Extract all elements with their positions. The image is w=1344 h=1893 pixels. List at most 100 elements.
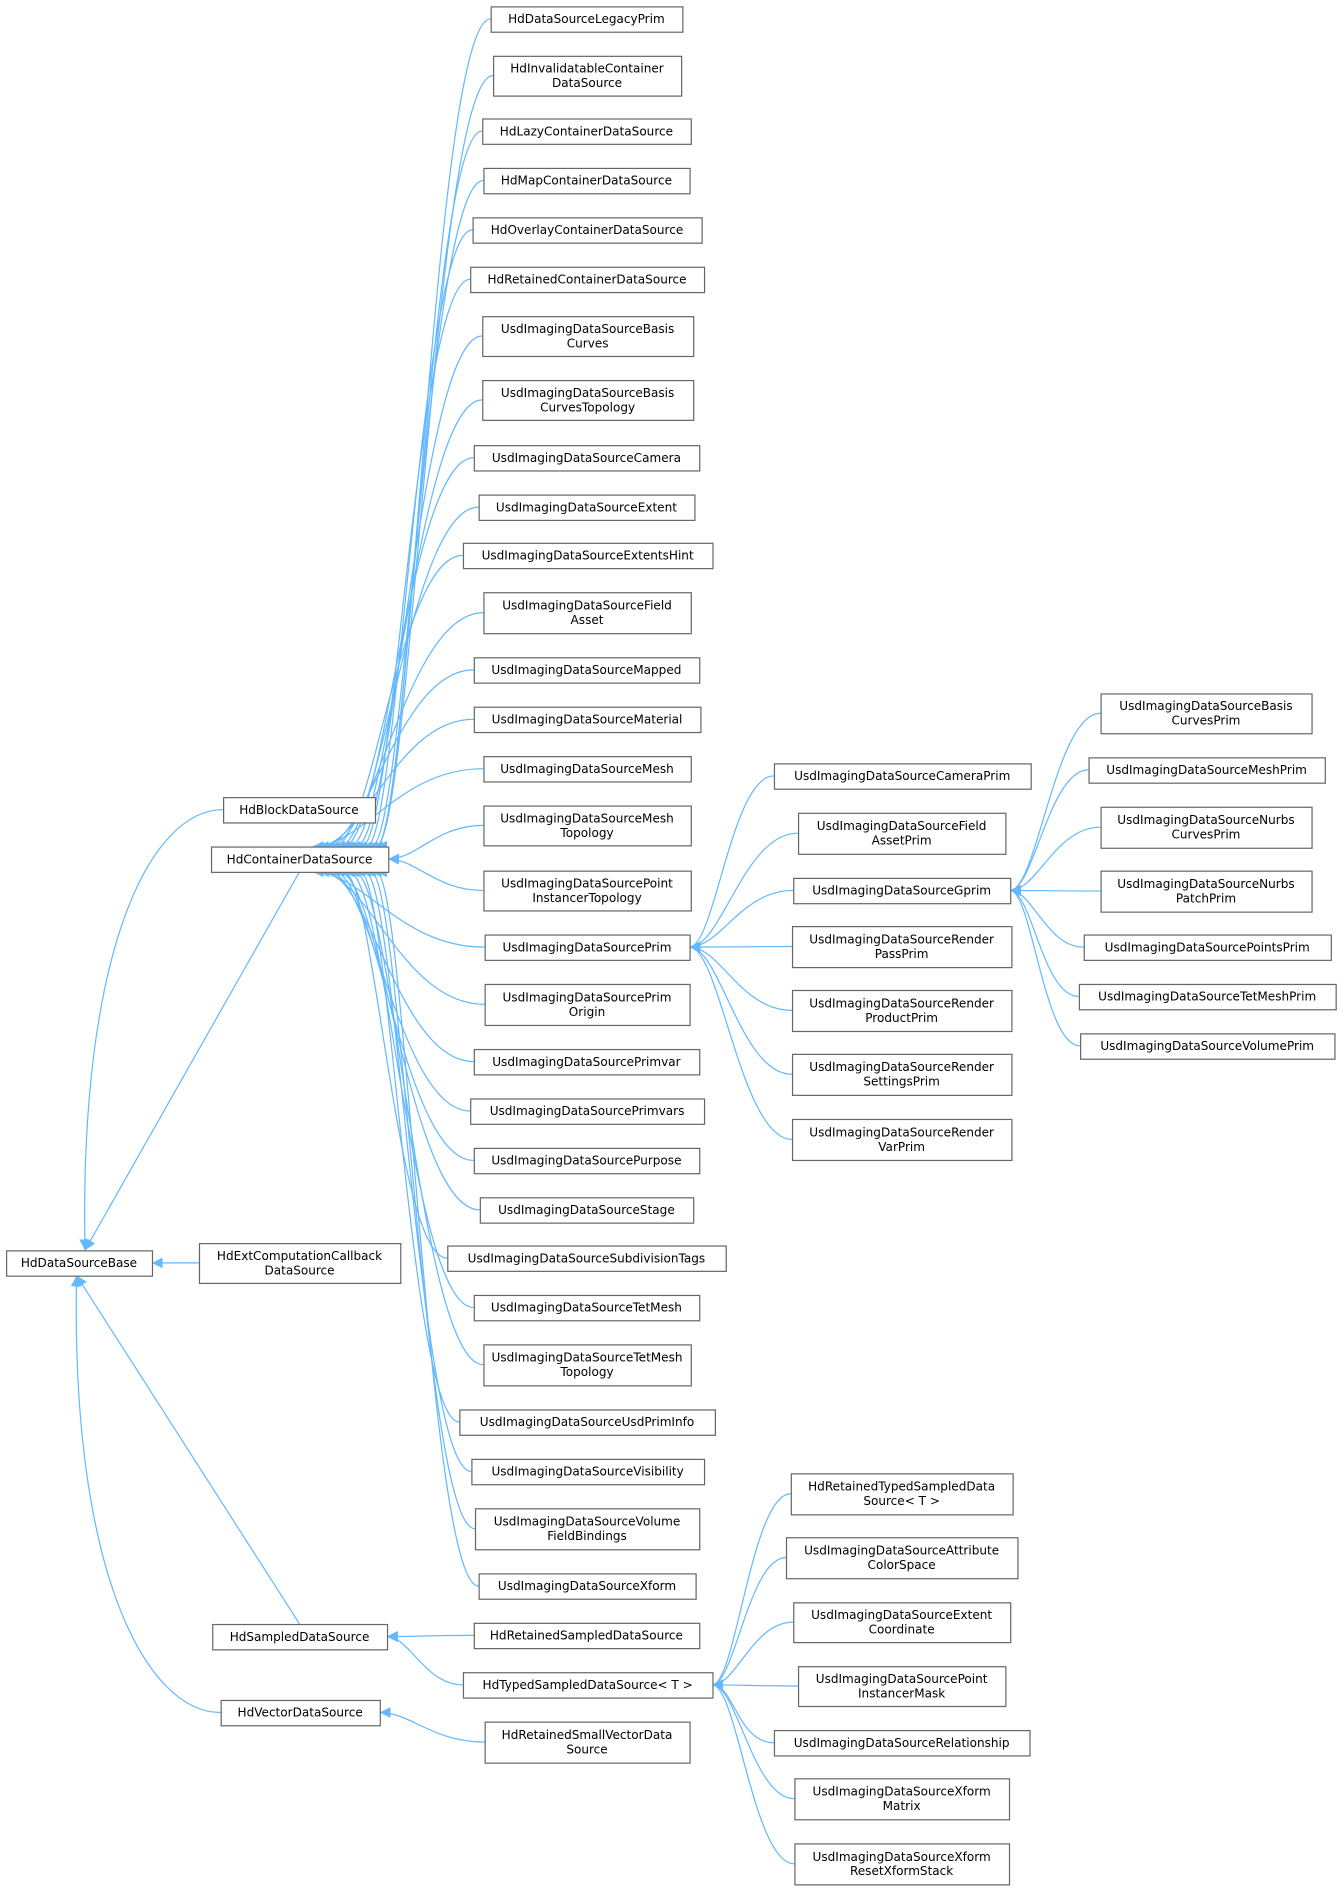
class-node-box [462,542,714,570]
class-node-label: HdMapContainerDataSource [501,174,672,188]
class-node-label: UsdImagingDataSourceXform [813,1785,991,1799]
class-node-label: DataSource [264,1263,334,1277]
class-node-gprim[interactable]: UsdImagingDataSourceGprim [793,877,1012,905]
class-node-volumeprim[interactable]: UsdImagingDataSourceVolumePrim [1080,1033,1336,1060]
class-node-cameraprim[interactable]: UsdImagingDataSourceCameraPrim [773,763,1032,790]
class-node-stage[interactable]: UsdImagingDataSourceStage [479,1197,695,1224]
class-node-lazy[interactable]: HdLazyContainerDataSource [482,118,692,145]
inheritance-edge-visibility-to-container [364,866,472,1473]
inheritance-edge-retainedtyped-to-typed [712,1493,791,1691]
class-node-label: Coordinate [869,1623,935,1637]
class-node-label: UsdImagingDataSourcePrim [503,940,672,954]
class-node-box [484,983,691,1027]
class-node-box [797,812,1007,855]
class-node-purpose[interactable]: UsdImagingDataSourcePurpose [473,1147,701,1175]
inheritance-edge-camera-to-container [343,457,474,852]
class-node-label: UsdImagingDataSourceRender [809,1125,994,1139]
class-node-base[interactable]: HdDataSourceBase [6,1250,154,1277]
class-node-label: UsdImagingDataSourcePrim [503,990,672,1004]
class-node-label: UsdImagingDataSourceExtentsHint [482,549,694,563]
class-node-map[interactable]: HdMapContainerDataSource [483,167,691,195]
class-node-relationship[interactable]: UsdImagingDataSourceRelationship [773,1729,1031,1757]
class-node-block[interactable]: HdBlockDataSource [222,797,377,824]
class-node-box [470,1098,706,1125]
class-node-label: UsdImagingDataSourcePrimvar [492,1055,680,1069]
class-node-typed[interactable]: HdTypedSampledDataSource< T > [462,1672,714,1699]
class-node-overlay[interactable]: HdOverlayContainerDataSource [472,217,703,244]
class-node-pitopo[interactable]: UsdImagingDataSourcePointInstancerTopolo… [483,870,692,912]
class-node-prim[interactable]: UsdImagingDataSourcePrim [484,934,691,961]
class-node-label: UsdImagingDataSourceVolume [494,1515,681,1529]
class-node-extentshint[interactable]: UsdImagingDataSourceExtentsHint [462,542,714,570]
class-node-usdpriminfo[interactable]: UsdImagingDataSourceUsdPrimInfo [459,1409,716,1436]
class-node-label: UsdImagingDataSourceMesh [500,762,674,776]
class-node-box [1100,806,1313,849]
class-node-camera[interactable]: UsdImagingDataSourceCamera [473,445,701,472]
class-node-primvar[interactable]: UsdImagingDataSourcePrimvar [473,1048,701,1076]
class-node-box [447,1245,727,1272]
class-node-label: UsdImagingDataSourceTetMeshPrim [1098,990,1316,1004]
class-node-label: DataSource [552,76,622,90]
class-node-box [482,379,695,421]
class-node-mesh[interactable]: UsdImagingDataSourceMesh [483,756,692,783]
class-node-tetmesh[interactable]: UsdImagingDataSourceTetMesh [473,1294,701,1322]
class-node-box [773,1729,1031,1757]
inheritance-edge-primorigin-to-container [318,866,485,1005]
class-node-subdiv[interactable]: UsdImagingDataSourceSubdivisionTags [447,1245,727,1272]
class-node-retainedc[interactable]: HdRetainedContainerDataSource [470,266,706,294]
inheritance-edge-volfield-to-container [370,866,476,1530]
class-node-pointsprim[interactable]: UsdImagingDataSourcePointsPrim [1083,934,1332,961]
class-node-box [482,316,695,358]
class-node-mapped[interactable]: UsdImagingDataSourceMapped [473,657,701,684]
inheritance-edge-retainedsampled-to-sampled [386,1631,474,1643]
inheritance-edge-extentcoord-to-typed [712,1621,794,1691]
class-node-sampled[interactable]: HdSampledDataSource [212,1623,389,1651]
inheritance-edge-container-to-base [84,871,301,1251]
class-node-visibility[interactable]: UsdImagingDataSourceVisibility [471,1458,706,1486]
class-node-meshprim[interactable]: UsdImagingDataSourceMeshPrim [1088,757,1326,784]
inheritance-edge-purpose-to-container [333,866,474,1162]
class-node-box [1100,870,1313,913]
class-node-vector[interactable]: HdVectorDataSource [220,1699,381,1727]
class-node-xform[interactable]: UsdImagingDataSourceXform [478,1573,697,1600]
class-node-box [483,870,692,912]
class-node-legacy[interactable]: HdDataSourceLegacyPrim [490,6,684,33]
inheritance-edge-cameraprim-to-prim [689,775,774,953]
class-node-box [471,1458,706,1486]
class-node-label: UsdImagingDataSourceField [502,599,672,613]
class-node-extent[interactable]: UsdImagingDataSourceExtent [478,494,696,522]
class-node-tetmeshprim[interactable]: UsdImagingDataSourceTetMeshPrim [1078,983,1337,1011]
class-node-material[interactable]: UsdImagingDataSourceMaterial [473,706,702,734]
class-node-container[interactable]: HdContainerDataSource [210,846,390,873]
inheritance-edge-tetmeshtopo-to-container [354,866,484,1366]
class-node-primvars[interactable]: UsdImagingDataSourcePrimvars [470,1098,706,1125]
class-node-retainedsampled[interactable]: HdRetainedSampledDataSource [473,1622,701,1650]
class-node-box [479,1197,695,1224]
class-node-label: Topology [559,826,613,840]
inheritance-edge-block-to-base [79,809,223,1251]
